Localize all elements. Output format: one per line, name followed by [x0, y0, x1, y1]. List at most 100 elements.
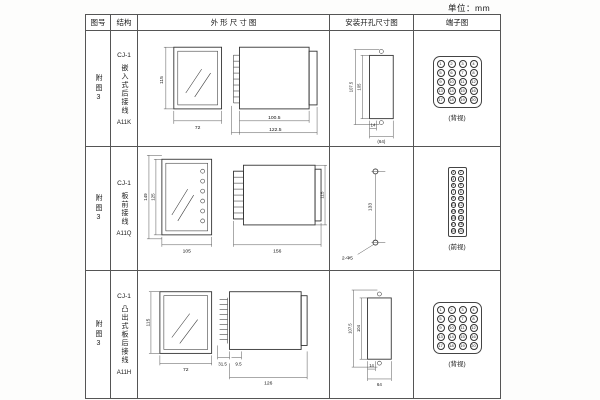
terminal-5: 5 [436, 314, 445, 323]
terminal-20: 20 [458, 228, 464, 234]
dimension-table: 图号 结构 外 形 尺 寸 图 安装开孔尺寸图 端子图 附图3 CJ-1 嵌入式… [85, 14, 501, 399]
fig-no-label: 附图3 [95, 319, 102, 350]
dim-width-total: (64) [377, 139, 385, 144]
terminal-4: 4 [469, 305, 478, 314]
dim-width-small: 14 [369, 363, 374, 368]
fig-no-row1: 附图3 [86, 31, 111, 147]
terminal-5: 5 [450, 182, 456, 188]
terminal-13: 13 [436, 332, 445, 341]
terminal-1: 1 [450, 169, 456, 175]
dim-width: 72 [195, 125, 201, 131]
dimension-lines [146, 155, 212, 247]
outline-drawing-a11q: 149 125 105 [143, 155, 328, 254]
terminal-16: 16 [469, 332, 478, 341]
terminal-14: 14 [458, 208, 464, 214]
mounting-cell-row1: 107.5 105 14 (64) [330, 31, 414, 147]
terminal-12: 12 [458, 202, 464, 208]
dim-pin-gap: 9.5 [235, 361, 242, 366]
outline-drawing-a11k: 115 72 [159, 46, 318, 135]
terminal-6: 6 [458, 182, 464, 188]
dim-inner-height: 104 [356, 324, 361, 332]
terminal-17: 17 [436, 95, 445, 104]
dim-hole-size: 2-Φ5 [342, 255, 353, 261]
type-code-label: A11K [116, 119, 132, 126]
terminal-3: 3 [458, 305, 467, 314]
dim-height: 115 [159, 76, 165, 84]
relay-front-view [159, 291, 213, 354]
structure-row2: CJ-1 板前接线 A11Q [111, 147, 138, 271]
mounting-cell-row3: 107.5 104 14 64 [330, 271, 414, 398]
model-label: CJ-1 [117, 180, 131, 187]
terminal-17: 17 [450, 221, 456, 227]
dimension-lines [233, 164, 328, 247]
fig-no-label: 附图3 [95, 193, 102, 224]
terminal-9: 9 [436, 77, 445, 86]
terminal-14: 14 [447, 332, 456, 341]
terminal-10: 10 [458, 195, 464, 201]
relay-side-view [233, 164, 322, 226]
mounting-hole-drawing-a11h: 107.5 104 14 64 [348, 289, 392, 387]
header-structure: 结构 [111, 15, 138, 31]
dim-width: 72 [183, 367, 189, 373]
terminal-2: 2 [447, 305, 456, 314]
dim-depth: 156 [273, 248, 282, 254]
terminal-6: 6 [447, 68, 456, 77]
terminal-12: 12 [469, 323, 478, 332]
dim-outer-height: 107.5 [348, 323, 353, 334]
fig-no-row3: 附图3 [86, 271, 111, 398]
dim-height: 115 [145, 318, 151, 326]
terminal-8: 8 [469, 68, 478, 77]
terminal-18: 18 [447, 95, 456, 104]
fig-no-row2: 附图3 [86, 147, 111, 271]
terminal-9: 9 [450, 195, 456, 201]
dim-outer-height: 149 [143, 193, 148, 201]
mounting-hole-drawing-a11k: 107.5 105 14 (64) [349, 49, 394, 144]
terminal-12: 12 [469, 77, 478, 86]
terminal-9: 9 [436, 323, 445, 332]
panel-cutout [367, 291, 392, 366]
relay-front-view [161, 158, 213, 236]
terminal-15: 15 [458, 332, 467, 341]
terminal-caption: (背视) [448, 114, 466, 122]
outline-cell-row2: 149 125 105 [138, 147, 330, 271]
terminal-11: 11 [450, 202, 456, 208]
terminal-2: 2 [458, 169, 464, 175]
terminal-4: 4 [458, 176, 464, 182]
model-label: CJ-1 [117, 293, 131, 301]
relay-side-view [219, 291, 308, 350]
header-outline-dims: 外 形 尺 寸 图 [138, 15, 330, 31]
dim-outer-height: 107.5 [349, 81, 354, 92]
terminal-13: 13 [436, 86, 445, 95]
dimension-lines [163, 46, 222, 124]
terminal-16: 16 [458, 215, 464, 221]
terminal-1: 1 [436, 59, 445, 68]
terminal-17: 17 [436, 341, 445, 350]
terminal-14: 14 [447, 86, 456, 95]
terminal-16: 16 [469, 86, 478, 95]
mounting-cell-row2: 133 2-Φ5 [330, 147, 414, 271]
dim-width-small: 14 [371, 123, 376, 128]
terminal-19: 19 [458, 95, 467, 104]
dim-inner-height: 105 [357, 83, 362, 91]
terminal-13: 13 [450, 208, 456, 214]
dimension-lines [353, 49, 394, 139]
structure-label: 凸出式板后接线 [121, 305, 128, 365]
outline-drawing-a11h: 115 72 [145, 291, 308, 387]
dimension-lines [357, 171, 386, 255]
dim-width: 105 [183, 248, 192, 254]
header-mounting-dims: 安装开孔尺寸图 [330, 15, 414, 31]
outline-cell-row1: 115 72 [138, 31, 330, 147]
type-code-label: A11Q [116, 231, 132, 237]
terminal-3: 3 [458, 59, 467, 68]
terminal-19: 19 [450, 228, 456, 234]
terminal-6: 6 [447, 314, 456, 323]
structure-row1: CJ-1 嵌入式后接线 A11K [111, 31, 138, 147]
dim-body-depth: 100.5 [268, 115, 281, 121]
terminal-19: 19 [458, 341, 467, 350]
